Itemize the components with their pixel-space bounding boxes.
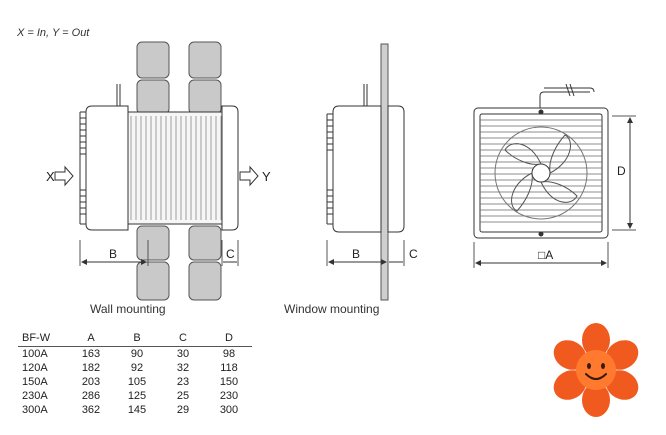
cell-d: 150 xyxy=(219,376,239,388)
cell-c: 25 xyxy=(176,390,190,402)
cell-b: 145 xyxy=(127,404,147,416)
wall-mounting-drawing xyxy=(54,41,259,301)
col-c: C xyxy=(160,332,206,347)
table-row: 120A 182 92 32 118 xyxy=(18,361,252,375)
cell-d: 98 xyxy=(222,348,236,360)
col-model: BF-W xyxy=(18,332,68,347)
window-mounting-drawing xyxy=(326,43,405,301)
cell-c: 30 xyxy=(176,348,190,360)
cell-c: 29 xyxy=(176,404,190,416)
cell-a: 362 xyxy=(81,404,101,416)
table-row: 150A 203 105 23 150 xyxy=(18,375,252,389)
cell-c: 23 xyxy=(176,376,190,388)
table-row: 100A 163 90 30 98 xyxy=(18,347,252,362)
cell-d: 300 xyxy=(219,404,239,416)
label-x-in: X xyxy=(46,169,55,184)
cell-model: 100A xyxy=(22,348,48,360)
dim-c-window: C xyxy=(409,247,418,261)
cell-b: 92 xyxy=(130,362,144,374)
cell-b: 125 xyxy=(127,390,147,402)
spec-table-header: BF-W A B C D xyxy=(18,332,252,347)
cell-a: 182 xyxy=(81,362,101,374)
cell-b: 90 xyxy=(130,348,144,360)
dim-b-window: B xyxy=(352,247,360,261)
dim-a: □A xyxy=(538,248,553,262)
cell-a: 203 xyxy=(81,376,101,388)
cell-model: 120A xyxy=(22,362,48,374)
table-row: 300A 362 145 29 300 xyxy=(18,403,252,417)
spec-table: BF-W A B C D 100A 163 90 30 98 120A 182 … xyxy=(18,332,252,417)
legend-xy: X = In, Y = Out xyxy=(17,27,90,39)
label-y-out: Y xyxy=(262,169,271,184)
wall-bricks xyxy=(136,41,222,301)
cell-a: 286 xyxy=(81,390,101,402)
flower-smiley-icon xyxy=(553,323,639,417)
cell-b: 105 xyxy=(127,376,147,388)
cell-model: 230A xyxy=(22,390,48,402)
table-row: 230A 286 125 25 230 xyxy=(18,389,252,403)
cell-model: 150A xyxy=(22,376,48,388)
col-a: A xyxy=(68,332,114,347)
dim-b-wall: B xyxy=(109,247,117,261)
cell-model: 300A xyxy=(22,404,48,416)
cell-a: 163 xyxy=(81,348,101,360)
col-d: D xyxy=(206,332,252,347)
col-b: B xyxy=(114,332,160,347)
caption-wall-mounting: Wall mounting xyxy=(90,302,166,316)
front-view-drawing xyxy=(473,83,636,268)
dim-d: D xyxy=(617,164,626,178)
cell-c: 32 xyxy=(176,362,190,374)
caption-window-mounting: Window mounting xyxy=(284,302,380,316)
dim-c-wall: C xyxy=(226,247,235,261)
cell-d: 230 xyxy=(219,390,239,402)
cell-d: 118 xyxy=(220,362,238,374)
